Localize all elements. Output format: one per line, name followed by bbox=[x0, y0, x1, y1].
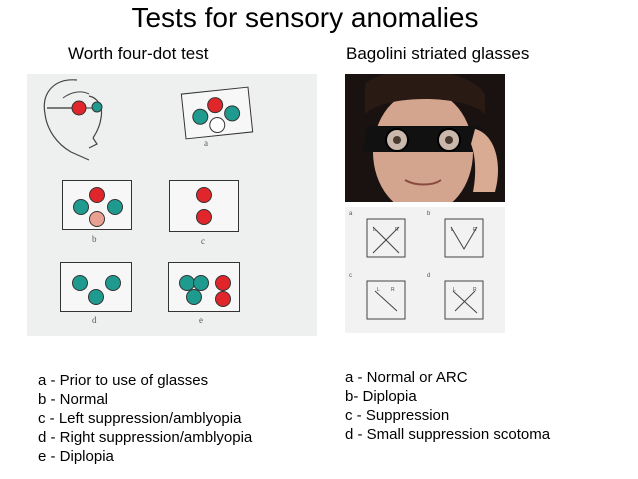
worth-caption-e: e - Diplopia bbox=[38, 448, 114, 465]
bagolini-captions: a - Normal or ARC b- Diplopia c - Suppre… bbox=[345, 368, 550, 444]
bagolini-heading: Bagolini striated glasses bbox=[346, 44, 530, 63]
bagolini-caption-d: d - Small suppression scotoma bbox=[345, 426, 551, 443]
bagolini-caption-a: a - Normal or ARC bbox=[345, 369, 468, 386]
worth-card-a bbox=[180, 86, 254, 140]
bagolini-d-l: L bbox=[453, 287, 456, 293]
worth-captions: a - Prior to use of glasses b - Normal c… bbox=[38, 371, 252, 466]
bagolini-label-c: c bbox=[349, 273, 352, 279]
worth-heading: Worth four-dot test bbox=[68, 44, 209, 63]
bagolini-label-b: b bbox=[427, 211, 431, 217]
worth-caption-b: b - Normal bbox=[38, 391, 109, 408]
worth-caption-a: a - Prior to use of glasses bbox=[38, 372, 209, 389]
bagolini-results-grid: a b c d L R L R L R L R bbox=[345, 207, 505, 333]
bagolini-caption-b: b- Diplopia bbox=[345, 388, 417, 405]
worth-label-a: a bbox=[204, 138, 208, 148]
bagolini-a-l: L bbox=[373, 227, 376, 233]
worth-caption-c: c - Left suppression/amblyopia bbox=[38, 410, 242, 427]
worth-card-e bbox=[168, 262, 240, 312]
worth-card-c bbox=[169, 180, 239, 232]
bagolini-cell-c bbox=[366, 280, 406, 320]
bagolini-cell-a bbox=[366, 218, 406, 258]
bagolini-label-d: d bbox=[427, 273, 430, 279]
bagolini-c-r: R bbox=[391, 287, 395, 293]
bagolini-b-l: L bbox=[451, 227, 454, 233]
bagolini-glasses-photo bbox=[345, 74, 505, 202]
worth-label-c: c bbox=[201, 236, 205, 246]
bagolini-a-r: R bbox=[395, 227, 399, 233]
worth-label-d: d bbox=[92, 315, 97, 325]
bagolini-caption-c: c - Suppression bbox=[345, 407, 450, 424]
page-title: Tests for sensory anomalies bbox=[131, 2, 479, 33]
worth-four-dot-figure: a b c d e bbox=[27, 74, 317, 336]
worth-caption-d: d - Right suppression/amblyopia bbox=[38, 429, 253, 446]
worth-card-b bbox=[62, 180, 132, 230]
bagolini-cell-d bbox=[444, 280, 484, 320]
worth-label-b: b bbox=[92, 234, 97, 244]
face-with-glasses-illustration bbox=[43, 79, 103, 161]
bagolini-d-r: R bbox=[473, 287, 477, 293]
worth-card-d bbox=[60, 262, 132, 312]
bagolini-cell-b bbox=[444, 218, 484, 258]
worth-label-e: e bbox=[199, 315, 203, 325]
bagolini-label-a: a bbox=[349, 211, 353, 217]
bagolini-b-r: R bbox=[473, 227, 477, 233]
bagolini-c-l: L bbox=[377, 287, 380, 293]
